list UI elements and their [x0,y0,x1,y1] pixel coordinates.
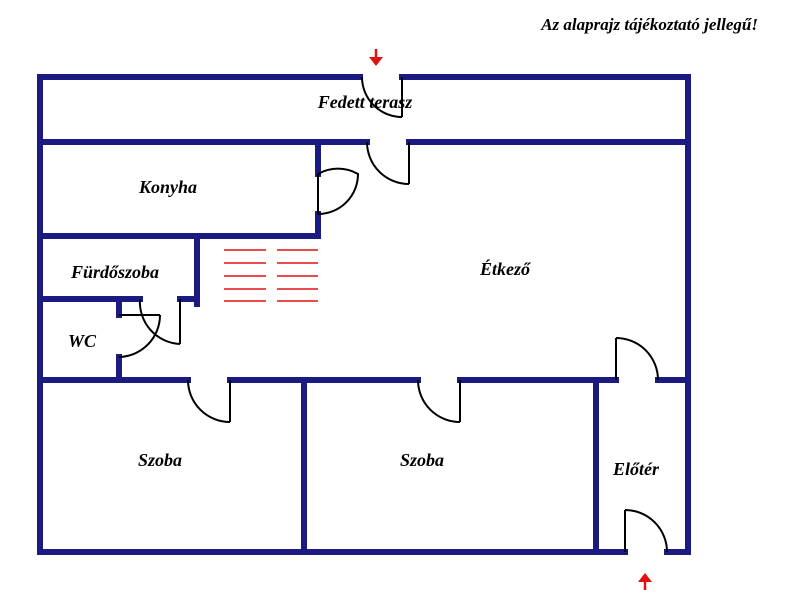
room-label-wc: WC [68,331,97,351]
door-swing-arc [138,298,181,345]
room-label-room-middle: Szoba [400,450,444,470]
room-label-dining: Étkező [479,258,531,279]
door-wc [118,314,161,358]
arrow-up-icon [638,573,652,590]
room-label-kitchen: Konyha [138,177,197,197]
door-bathroom [138,298,181,345]
door-swing-arc [118,314,161,358]
door-hall-inner [615,337,659,381]
door-terrace-entrance [361,76,403,118]
door-swing-arc [361,76,403,118]
disclaimer-text: Az alaprajz tájékoztató jellegű! [540,15,758,34]
door-main-entrance [624,509,668,553]
door-terrace-interior [366,141,410,185]
arrow-down-icon [369,49,383,66]
door-swing-arc [187,379,231,423]
door-swing-arc [615,337,659,381]
door-room-left [187,379,231,423]
doors [118,76,668,553]
door-kitchen [317,167,360,215]
room-label-bathroom: Fürdőszoba [70,262,159,282]
door-swing-arc [624,509,668,553]
stairs [224,249,318,302]
room-label-terrace: Fedett terasz [317,92,413,112]
door-room-middle [417,379,461,423]
door-swing-arc [366,141,410,185]
room-label-hall: Előtér [612,459,660,479]
door-swing-arc [317,167,360,215]
walls [37,74,691,555]
room-label-room-left: Szoba [138,450,182,470]
door-swing-arc [417,379,461,423]
